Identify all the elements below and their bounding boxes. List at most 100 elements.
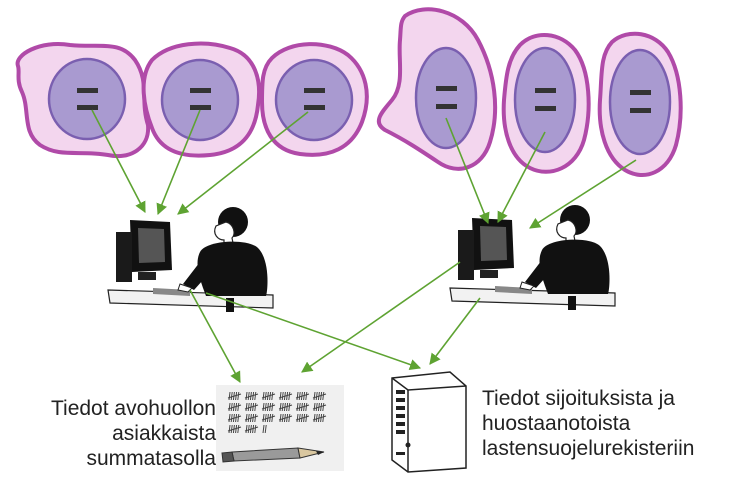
tally-stroke (322, 402, 325, 412)
arrow-computer-left-to-tally-sheet (189, 289, 241, 383)
tally-stroke (264, 424, 267, 434)
tally-stroke (279, 402, 282, 412)
tally-stroke (244, 393, 259, 399)
tally-stroke (245, 402, 248, 412)
tally-stroke (298, 402, 301, 412)
tally-stroke (305, 413, 308, 423)
tally-stroke (247, 413, 250, 423)
cell-left-2 (141, 41, 261, 158)
tally-stroke (261, 404, 276, 410)
tally-stroke (312, 415, 327, 421)
tally-stroke (296, 413, 299, 423)
tally-stroke (261, 415, 276, 421)
tally-stroke (245, 413, 248, 423)
cell-left-3 (259, 42, 369, 157)
tally-stroke (279, 391, 282, 401)
tally-stroke (254, 402, 257, 412)
tally-stroke (264, 391, 267, 401)
caption-left-line-3: summatasolla (86, 447, 216, 470)
tally-stroke (281, 413, 284, 423)
tally-stroke (237, 391, 240, 401)
tally-stroke (312, 404, 327, 410)
arrow-cell-right-1-to-computer-right (445, 117, 490, 225)
caption-placement-registry: Tiedot sijoituksista ja huostaanotoista … (482, 386, 744, 461)
tally-stroke (315, 413, 318, 423)
tally-stroke (322, 391, 325, 401)
tally-stroke (247, 402, 250, 412)
arrow-cell-left-3-to-computer-left (177, 111, 309, 215)
tally-stroke (244, 415, 259, 421)
tally-stroke (288, 391, 291, 401)
tally-stroke (264, 402, 267, 412)
tally-stroke (298, 413, 301, 423)
tally-stroke (295, 393, 310, 399)
tally-stroke (271, 402, 274, 412)
connector-arrows (91, 109, 637, 383)
tally-stroke (230, 424, 233, 434)
tally-stroke (264, 413, 267, 423)
caption-right-line-3: lastensuojelurekisteriin (482, 437, 695, 460)
tally-stroke (295, 404, 310, 410)
tally-stroke (227, 393, 242, 399)
arrow-cell-right-2-to-computer-right (497, 131, 546, 223)
tally-stroke (245, 424, 248, 434)
tally-stroke (237, 413, 240, 423)
caption-outpatient-summary: Tiedot avohuollon asiakkaista summatasol… (4, 396, 216, 471)
tally-stroke (305, 402, 308, 412)
tally-stroke (295, 415, 310, 421)
server-tower-icon (391, 371, 467, 473)
tally-stroke (245, 391, 248, 401)
tally-stroke (230, 413, 233, 423)
tally-stroke (296, 402, 299, 412)
tally-stroke (288, 402, 291, 412)
tally-stroke (254, 391, 257, 401)
tally-stroke (281, 402, 284, 412)
tally-stroke (247, 424, 250, 434)
tally-stroke (262, 413, 265, 423)
arrow-cell-right-3-to-computer-right (529, 159, 637, 229)
tally-stroke (278, 404, 293, 410)
tally-stroke (228, 413, 231, 423)
tally-stroke (281, 391, 284, 401)
arrow-computer-left-to-server (205, 292, 422, 370)
person-at-computer-left-icon (107, 207, 274, 312)
cell-right-2 (501, 32, 591, 174)
tally-stroke (298, 391, 301, 401)
tally-stroke (227, 415, 242, 421)
tally-sheet-icon (216, 385, 344, 471)
tally-stroke (296, 391, 299, 401)
tally-stroke (312, 393, 327, 399)
tally-stroke (227, 426, 242, 432)
caption-right-line-2: huostaanotoista (482, 412, 631, 435)
tally-stroke (262, 391, 265, 401)
tally-stroke (244, 404, 259, 410)
tally-stroke (288, 413, 291, 423)
tally-stroke (228, 391, 231, 401)
tally-stroke (271, 391, 274, 401)
person-at-computer-right-icon (449, 205, 616, 310)
tally-stroke (237, 402, 240, 412)
arrow-cell-left-2-to-computer-left (156, 109, 201, 216)
tally-stroke (254, 424, 257, 434)
tally-stroke (278, 393, 293, 399)
tally-stroke (262, 402, 265, 412)
tally-stroke (230, 402, 233, 412)
tally-stroke (305, 391, 308, 401)
tally-stroke (262, 424, 265, 434)
tally-stroke (315, 391, 318, 401)
tally-stroke (261, 393, 276, 399)
tally-stroke (227, 404, 242, 410)
tally-stroke (271, 413, 274, 423)
tally-stroke (313, 391, 316, 401)
tally-stroke (244, 426, 259, 432)
tally-stroke (313, 402, 316, 412)
tally-stroke (279, 413, 282, 423)
tally-stroke (278, 415, 293, 421)
tally-stroke (254, 413, 257, 423)
arrow-computer-right-to-server (429, 297, 481, 365)
tally-stroke (315, 402, 318, 412)
pencil-icon (221, 447, 325, 463)
caption-left-line-1: Tiedot avohuollon (50, 397, 216, 420)
tally-stroke (247, 391, 250, 401)
